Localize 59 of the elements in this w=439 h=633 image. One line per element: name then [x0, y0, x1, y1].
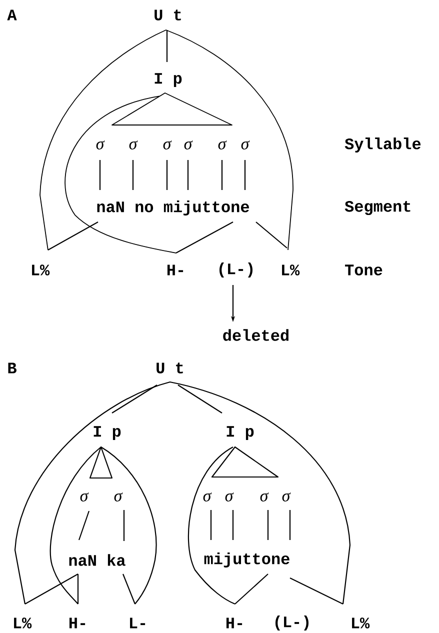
- tree-line: [123, 510, 125, 541]
- syllable-symbol: σ: [96, 140, 105, 150]
- segment-text: mijuttone: [204, 552, 290, 568]
- tree-label: U t: [156, 362, 183, 374]
- tone-label: H-: [226, 618, 242, 628]
- tree-line: [289, 510, 291, 540]
- tone-label: L%: [352, 618, 370, 628]
- segment-text: naN no mijuttone: [97, 200, 249, 216]
- tree-line: [178, 384, 222, 414]
- tree-line: [166, 160, 168, 190]
- tone-label: H-: [167, 264, 184, 276]
- syllable-symbol: σ: [129, 140, 138, 150]
- syllable-symbol: σ: [282, 492, 291, 502]
- tone-label: L%: [282, 264, 300, 276]
- tree-line: [290, 578, 344, 604]
- tree-line: [256, 222, 288, 248]
- tone-label: L%: [32, 264, 50, 276]
- tone-label: (L-): [219, 262, 252, 278]
- row-label: Segment: [344, 200, 410, 216]
- syllable-symbol: σ: [163, 140, 172, 150]
- tone-label: L-: [130, 618, 146, 628]
- syllable-symbol: σ: [260, 492, 269, 502]
- tree-line: [232, 510, 234, 540]
- tone-label: (L-): [275, 616, 308, 630]
- tree-line: [234, 574, 268, 604]
- tree-line: [267, 510, 269, 540]
- tree-line: [48, 222, 98, 250]
- tree-line: [210, 510, 212, 540]
- row-label: Tone: [345, 264, 382, 276]
- syllable-symbol: σ: [114, 492, 123, 502]
- panel-letter: A: [7, 10, 17, 20]
- tree-label: I p: [154, 73, 182, 87]
- tree-label: I p: [94, 426, 121, 440]
- panel-letter: B: [8, 362, 16, 374]
- tree-line: [166, 30, 168, 62]
- tree-line: [78, 510, 90, 540]
- tree-line: [132, 160, 134, 190]
- syllable-symbol: σ: [80, 492, 89, 502]
- tree-label: U t: [154, 10, 181, 20]
- segment-text: naN ka: [69, 554, 126, 566]
- syllable-symbol: σ: [225, 492, 234, 502]
- tree-line: [187, 160, 189, 190]
- tone-label: L%: [14, 618, 32, 628]
- tone-label: H-: [69, 618, 86, 628]
- tree-line: [24, 574, 78, 604]
- tree-label: I p: [226, 426, 254, 440]
- deleted-text: deleted: [223, 329, 288, 341]
- syllable-symbol: σ: [241, 140, 250, 150]
- tree-line: [244, 160, 246, 190]
- tree-line: [221, 160, 223, 190]
- tree-line: [112, 384, 158, 414]
- row-label: Syllable: [344, 138, 421, 152]
- tree-line: [77, 574, 79, 604]
- tree-line: [176, 222, 234, 254]
- syllable-symbol: σ: [184, 140, 193, 150]
- syllable-symbol: σ: [218, 140, 227, 150]
- tree-line: [99, 160, 101, 190]
- tree-line: [122, 574, 136, 604]
- syllable-symbol: σ: [203, 492, 212, 502]
